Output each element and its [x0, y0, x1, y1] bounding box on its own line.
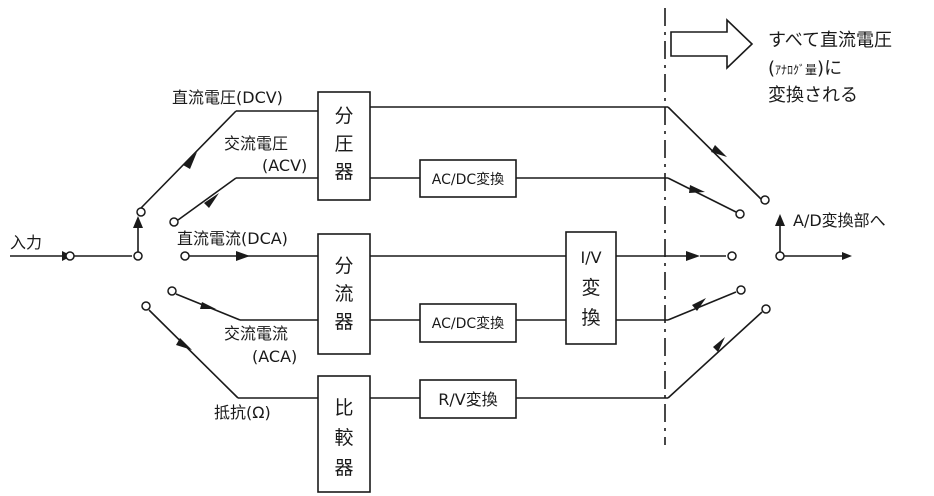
- label-to-ad: A/D変換部へ: [793, 211, 886, 230]
- acdc-converter-i-block: [419, 303, 517, 343]
- note-line-1: すべて直流電圧: [768, 30, 892, 51]
- acv-arrow-icon: [204, 193, 219, 208]
- terminal-ohm-right: [761, 304, 771, 314]
- shunt-char-1: 分: [334, 255, 353, 277]
- right-ohm-wire: [667, 311, 763, 399]
- note-line-3: 変換される: [768, 85, 858, 106]
- terminal-aca-left: [167, 286, 177, 296]
- dca-out-arrow-icon: [686, 251, 700, 261]
- terminal-aca-right: [736, 285, 746, 295]
- label-dcv: 直流電圧(DCV): [172, 88, 283, 107]
- comparator-char-2: 較: [334, 427, 353, 449]
- terminal-dca-right: [727, 251, 737, 261]
- shunt-char-3: 器: [334, 311, 353, 333]
- hollow-arrow-icon: [670, 18, 754, 70]
- label-acv-1: 交流電圧: [224, 134, 288, 153]
- shunt-block: [317, 233, 371, 355]
- right-aca-wire: [667, 291, 737, 321]
- selector-top-terminal: [136, 207, 146, 217]
- iv-char-2: 変: [581, 277, 600, 299]
- terminal-acv-left: [169, 217, 179, 227]
- rv-converter-block: [419, 379, 517, 419]
- divider-char-3: 器: [334, 161, 353, 183]
- label-aca-1: 交流電流: [224, 324, 288, 343]
- label-aca-2: (ACA): [252, 347, 297, 366]
- output-selector-arrow-icon: [775, 214, 785, 226]
- label-dca: 直流電流(DCA): [177, 229, 288, 248]
- label-acv-2: (ACV): [262, 156, 307, 175]
- acv-wire-1: [177, 177, 237, 221]
- note-open-paren: (: [768, 58, 775, 79]
- divider-char-1: 分: [334, 105, 353, 127]
- right-acv-arrow-icon: [689, 185, 705, 193]
- selector-blade-arrow-icon: [133, 216, 143, 228]
- voltage-divider-block: [317, 91, 371, 201]
- terminal-ohm-left: [141, 301, 151, 311]
- iv-converter-block: [565, 231, 617, 345]
- label-input: 入力: [10, 233, 42, 252]
- output-common-terminal: [775, 251, 785, 261]
- label-ohm: 抵抗(Ω): [214, 403, 271, 422]
- right-aca-arrow-icon: [692, 298, 706, 311]
- acdc-i-label: AC/DC変換: [432, 315, 504, 332]
- ohm-arrow-icon: [176, 338, 192, 350]
- shunt-char-2: 流: [334, 283, 353, 305]
- comparator-char-1: 比: [334, 397, 353, 419]
- dcv-arrow-icon: [183, 152, 197, 169]
- input-terminal: [65, 251, 75, 261]
- dca-arrow-icon: [236, 251, 250, 261]
- comparator-block: [317, 375, 371, 493]
- note-line-2: (ｱﾅﾛｸﾞ量)に: [768, 58, 842, 79]
- aca-arrow-icon: [200, 302, 216, 309]
- right-ohm-arrow-icon: [713, 337, 725, 352]
- output-arrow-icon: [842, 252, 852, 260]
- iv-label-1: I/V: [580, 248, 601, 267]
- terminal-acv-right: [735, 209, 745, 219]
- iv-char-3: 換: [581, 307, 600, 329]
- right-dcv-wire: [667, 106, 763, 201]
- right-dcv-arrow-icon: [711, 145, 727, 157]
- dcv-wire-1: [140, 110, 237, 209]
- comparator-char-3: 器: [334, 457, 353, 479]
- terminal-dca-left: [180, 251, 190, 261]
- terminal-dcv-right: [760, 195, 770, 205]
- selector-common-terminal: [133, 251, 143, 261]
- divider-char-2: 圧: [334, 133, 353, 155]
- note-close-paren: )に: [817, 58, 842, 79]
- ohm-wire-1: [148, 309, 239, 399]
- rv-label: R/V変換: [438, 390, 497, 409]
- right-acv-wire: [667, 177, 737, 213]
- acdc-v-label: AC/DC変換: [432, 171, 504, 188]
- note-analog-small: ｱﾅﾛｸﾞ量: [775, 63, 817, 77]
